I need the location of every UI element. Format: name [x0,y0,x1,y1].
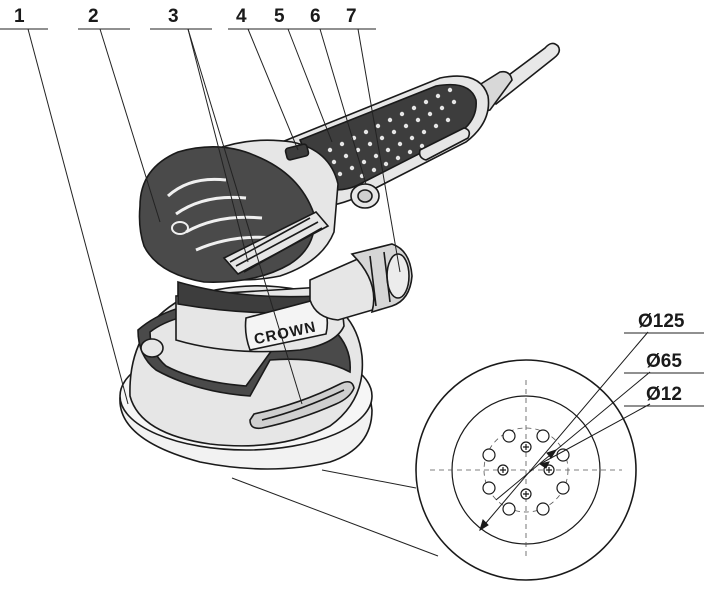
dust-port [309,243,413,321]
orbital-sander-illustration: CROWN [119,42,561,470]
callout-3: 3 [168,6,179,27]
callout-6: 6 [310,6,321,27]
callouts: 1 2 3 4 5 6 7 [0,6,401,405]
leader-6 [319,28,367,185]
callout-4: 4 [236,6,247,27]
palm-grip [138,139,339,283]
leader-7 [357,28,401,273]
front-vent-grille [222,211,330,276]
callout-1: 1 [14,6,25,27]
dust-holes [482,429,570,516]
dimension-label-125: Ø125 [638,311,685,332]
dimension-label-12: Ø12 [646,384,682,405]
detail-connector-bottom [231,477,439,557]
leader-2 [99,28,161,223]
brand-label: CROWN [244,297,329,351]
sanding-pad-detail: Ø125 Ø65 Ø12 [231,311,704,581]
speed-dial [350,183,380,209]
side-vent-slots [249,380,355,430]
leader-4 [247,28,299,151]
dimension-leaders [479,331,651,532]
leader-3b [187,28,303,405]
leader-3a [187,28,249,263]
hole-pitch-circle [483,427,569,513]
side-knob [140,338,164,358]
callout-5: 5 [274,6,285,27]
detail-connector-top [321,469,417,489]
dimension-label-65: Ø65 [646,351,682,372]
grip-texture [327,87,457,179]
leader-1 [27,28,129,405]
on-off-switch [284,143,310,161]
leader-5 [287,28,333,143]
callout-7: 7 [346,6,357,27]
callout-2: 2 [88,6,99,27]
palm-logo [171,221,189,235]
